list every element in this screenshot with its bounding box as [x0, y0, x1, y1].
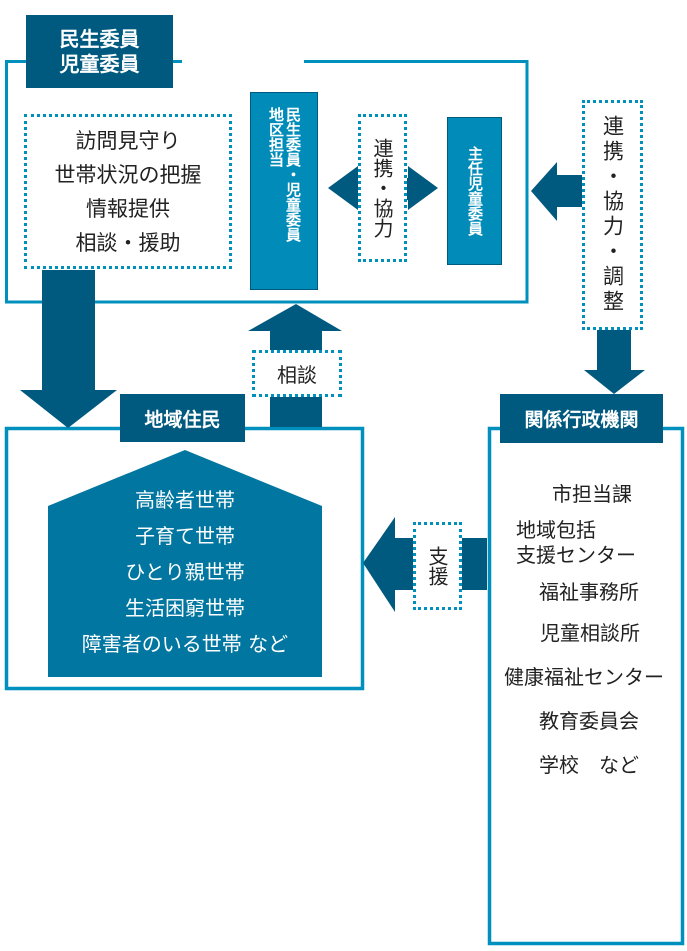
agencies-title-text: 関係行政機関 [524, 409, 639, 431]
household-item: ひとり親世帯 [125, 560, 245, 584]
welfare-commissioner-title: 民生委員 児童委員 [26, 15, 173, 88]
activity-item: 世帯状況の把握 [54, 162, 202, 187]
household-item: 子育て世帯 [135, 524, 235, 548]
chief-child-commissioner-box: 主任児童委員 [447, 117, 502, 265]
agency-item: 健康福祉センター [504, 665, 664, 689]
agency-item: 児童相談所 [540, 621, 640, 645]
cooperation-label: 連携・協力 [370, 138, 394, 238]
district-box-col2: 民生委員・児童委員 [284, 107, 302, 242]
chief-box-label: 主任児童委員 [466, 146, 484, 236]
arrow-left-coordination [531, 162, 590, 221]
coordination-label-box: 連携・協力・調整 [582, 100, 643, 330]
household-item: 生活困窮世帯 [125, 596, 245, 620]
agency-item: 福祉事務所 [539, 580, 639, 604]
activity-item: 訪問見守り [75, 128, 181, 153]
arrow-down-to-residents [20, 270, 117, 428]
title-line-1: 民生委員 [59, 26, 140, 51]
arrow-down-to-agencies [584, 325, 645, 394]
consult-label: 相談 [277, 363, 317, 387]
household-list: 高齢者世帯 子育て世帯 ひとり親世帯 生活困窮世帯 障害者のいる世帯 など [48, 482, 322, 662]
support-label: 支援 [425, 546, 449, 586]
residents-title: 地域住民 [120, 394, 245, 442]
household-item: 高齢者世帯 [135, 488, 235, 512]
agency-item: 支援センター [516, 543, 636, 567]
agency-item: 教育委員会 [539, 709, 639, 733]
residents-title-text: 地域住民 [144, 408, 221, 431]
district-commissioner-box: 地区担当 民生委員・児童委員 [250, 92, 318, 290]
agencies-list: 市担当課 地域包括 支援センター 福祉事務所 児童相談所 健康福祉センター 教育… [492, 476, 682, 787]
activities-box: 訪問見守り 世帯状況の把握 情報提供 相談・援助 [24, 114, 232, 269]
house-shape [48, 450, 322, 677]
consult-label-box: 相談 [252, 350, 342, 397]
household-item: 障害者のいる世帯 など [81, 632, 289, 656]
cooperation-label-box: 連携・協力 [358, 114, 407, 262]
agency-item: 学校 など [539, 753, 639, 777]
support-label-box: 支援 [413, 522, 462, 610]
agency-item: 市担当課 [552, 482, 632, 506]
activity-item: 情報提供 [86, 196, 170, 221]
coordination-label: 連携・協力・調整 [600, 115, 625, 315]
agency-item: 地域包括 [516, 518, 596, 542]
district-box-col1: 地区担当 [267, 107, 285, 167]
agencies-title: 関係行政機関 [500, 394, 663, 443]
title-line-2: 児童委員 [59, 51, 140, 76]
activity-item: 相談・援助 [75, 230, 181, 255]
